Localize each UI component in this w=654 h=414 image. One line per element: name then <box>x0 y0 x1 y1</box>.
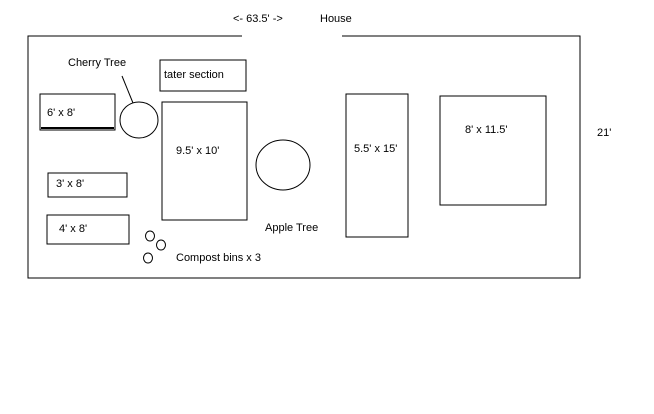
bed-9-5x10 <box>161 101 248 221</box>
bed-6x8 <box>39 93 116 131</box>
bed-8x11-5 <box>439 95 547 206</box>
apple-tree-circle <box>255 139 311 191</box>
bed-8x11-5-label: 8' x 11.5' <box>465 124 508 136</box>
tater-section-bed <box>159 59 247 92</box>
house-label: House <box>320 13 352 25</box>
apple-tree-label: Apple Tree <box>265 222 318 234</box>
tater-section-label: tater section <box>164 69 224 81</box>
bed-3x8-label: 3' x 8' <box>56 178 84 190</box>
yard-boundary <box>27 35 581 279</box>
cherry-tree-pointer <box>121 75 134 104</box>
bed-5-5x15-label: 5.5' x 15' <box>354 143 397 155</box>
bed-3x8 <box>47 172 128 198</box>
bed-5-5x15 <box>345 93 409 238</box>
cherry-tree-circle <box>119 101 159 139</box>
bed-9-5x10-label: 9.5' x 10' <box>176 145 219 157</box>
bed-4x8-label: 4' x 8' <box>59 223 87 235</box>
compost-bin-circle <box>145 230 155 242</box>
cherry-tree-label: Cherry Tree <box>68 57 126 69</box>
height-dimension-label: 21' <box>597 127 611 139</box>
compost-bins-label: Compost bins x 3 <box>176 252 261 264</box>
width-dimension-label: <- 63.5' -> <box>233 13 283 25</box>
compost-bin-circle <box>156 239 166 251</box>
bed-4x8 <box>46 214 130 245</box>
compost-bin-circle <box>143 252 153 264</box>
bed-6x8-label: 6' x 8' <box>47 107 75 119</box>
